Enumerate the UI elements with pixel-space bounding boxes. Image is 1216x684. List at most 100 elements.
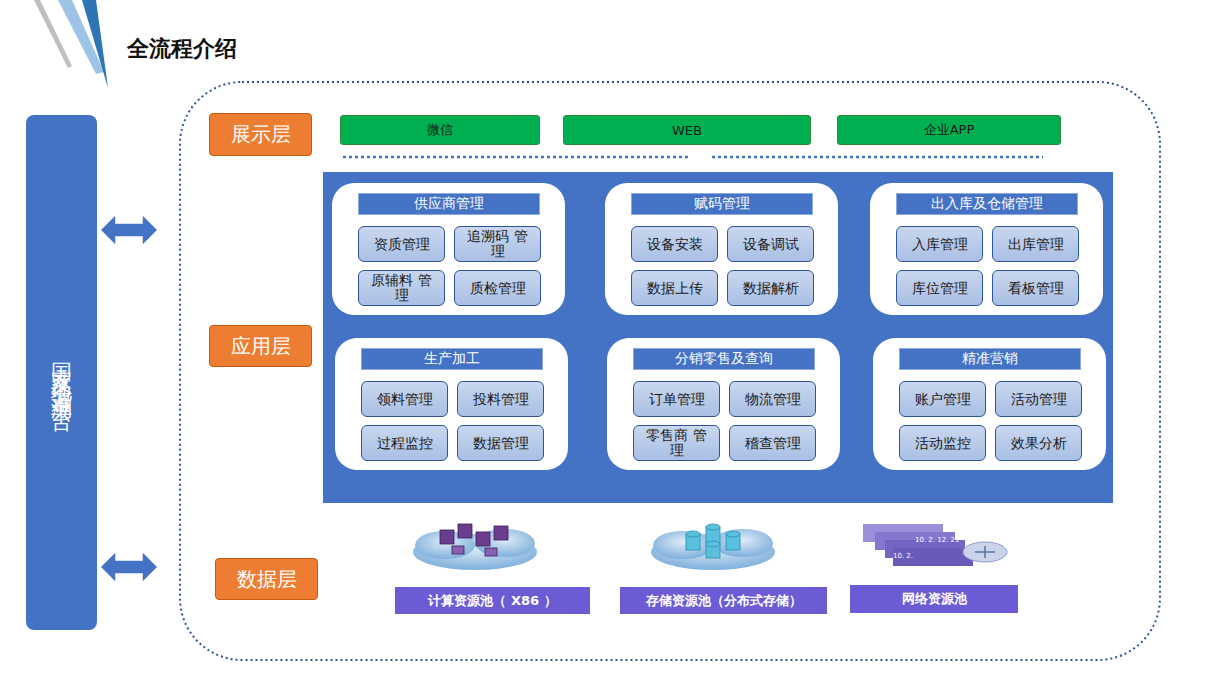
channel-button: 企业APP — [837, 115, 1061, 145]
illustration-shape — [440, 524, 508, 556]
tier-tag: 展示层 — [209, 113, 312, 156]
node-text: 数据层 — [237, 566, 297, 593]
node-text: 设备安装 — [647, 237, 703, 252]
illustration-shape — [893, 548, 973, 566]
channel-button: WEB — [563, 115, 811, 145]
node-text: 原辅料 管理 — [370, 273, 433, 303]
compute-cloud — [413, 524, 537, 570]
group-header: 供应商管理 — [358, 193, 540, 215]
node-text: 设备调试 — [743, 237, 799, 252]
function-box: 资质管理 — [358, 226, 445, 262]
node-text: 存储资源池（分布式存储） — [646, 592, 802, 610]
application-band — [323, 172, 1113, 503]
module-group: 赋码管理设备安装设备调试数据上传数据解析 — [605, 183, 838, 315]
function-box: 数据上传 — [631, 270, 718, 306]
illustration-shape — [458, 524, 472, 538]
node-text: 计算资源池（ X86 ） — [428, 592, 556, 610]
node-text: 过程监控 — [377, 436, 433, 451]
illustration-shape — [100, 551, 158, 583]
module-group: 分销零售及查询订单管理 物流管理零售商 管理稽查管理 — [607, 338, 840, 470]
illustration-shape — [452, 546, 464, 554]
storage-cloud — [651, 524, 775, 570]
function-box: 活动管理 — [995, 381, 1082, 417]
group-header: 分销零售及查询 — [633, 348, 815, 370]
ip-label: 10. 2. 12. 21 — [915, 536, 960, 544]
function-box: 过程监控 — [361, 425, 448, 461]
dotted-underline — [343, 156, 1043, 159]
node-text: 看板管理 — [1008, 281, 1064, 296]
node-text: 效果分析 — [1011, 436, 1067, 451]
double-arrow — [100, 214, 158, 583]
function-box: 原辅料 管理 — [358, 270, 445, 306]
node-text: 物流管理 — [745, 392, 801, 407]
function-box: 看板管理 — [992, 270, 1079, 306]
node-text: WEB — [672, 123, 702, 138]
illustration-shape — [726, 531, 740, 537]
function-box: 活动监控 — [899, 425, 986, 461]
group-header: 精准营销 — [899, 348, 1081, 370]
function-box: 账户管理 — [899, 381, 986, 417]
resource-pool: 计算资源池（ X86 ） — [395, 587, 590, 614]
node-text: 网络资源池 — [902, 590, 967, 608]
function-box: 领料管理 — [361, 381, 448, 417]
node-text: 数据解析 — [743, 281, 799, 296]
corner-stripes — [34, 0, 108, 88]
function-box: 零售商 管理 — [633, 425, 720, 461]
function-box: 投料管理 — [457, 381, 544, 417]
module-group: 供应商管理资质管理追溯码 管理原辅料 管理质检管理 — [332, 183, 565, 315]
function-box: 数据管理 — [457, 425, 544, 461]
resource-pool: 网络资源池 — [850, 585, 1018, 613]
group-header: 出入库及仓储管理 — [896, 193, 1078, 215]
illustration-shape — [706, 541, 720, 547]
function-box: 物流管理 — [729, 381, 816, 417]
node-text: 账户管理 — [915, 392, 971, 407]
platform-box: 国家及地方追溯平台 — [26, 115, 97, 630]
node-text: 入库管理 — [912, 237, 968, 252]
node-text: 企业APP — [924, 121, 975, 139]
module-group: 精准营销账户管理 活动管理活动监控 效果分析 — [873, 338, 1106, 470]
function-box: 出库管理 — [992, 226, 1079, 262]
node-text: 资质管理 — [374, 237, 430, 252]
node-text: 活动管理 — [1011, 392, 1067, 407]
function-box: 订单管理 — [633, 381, 720, 417]
node-text: 展示层 — [231, 121, 291, 148]
illustration-shape — [706, 524, 720, 530]
ip-label: 10. 2. — [893, 552, 913, 560]
module-group: 出入库及仓储管理入库管理 出库管理库位管理 看板管理 — [870, 183, 1103, 315]
node-text: 活动监控 — [915, 436, 971, 451]
function-box: 效果分析 — [995, 425, 1082, 461]
illustration-shape — [712, 156, 1043, 159]
channel-button: 微信 — [340, 115, 540, 145]
node-text: 出库管理 — [1008, 237, 1064, 252]
resource-pool: 存储资源池（分布式存储） — [620, 587, 827, 614]
illustration-shape — [963, 542, 1007, 562]
function-box: 库位管理 — [896, 270, 983, 306]
node-text: 领料管理 — [377, 392, 433, 407]
illustration-shape — [100, 214, 158, 246]
tier-tag: 数据层 — [215, 558, 318, 600]
node-text: 数据上传 — [647, 281, 703, 296]
node-text: 数据管理 — [473, 436, 529, 451]
function-box: 质检管理 — [454, 270, 541, 306]
illustration-shape — [343, 156, 690, 159]
network-cards — [863, 524, 1007, 566]
node-text: 投料管理 — [473, 392, 529, 407]
function-box: 入库管理 — [896, 226, 983, 262]
tier-tag: 应用层 — [209, 325, 312, 367]
illustration-shape — [476, 532, 490, 546]
illustration-shape — [686, 531, 700, 537]
node-text: 应用层 — [231, 333, 291, 360]
illustration-shape — [494, 526, 508, 540]
node-text: 国家及地方追溯平台 — [48, 346, 76, 400]
illustration-shape — [653, 531, 713, 559]
module-group: 生产加工领料管理投料管理过程监控数据管理 — [335, 338, 568, 470]
illustration-shape — [485, 548, 497, 556]
function-box: 数据解析 — [727, 270, 814, 306]
function-box: 稽查管理 — [729, 425, 816, 461]
node-text: 订单管理 — [649, 392, 705, 407]
illustration-shape — [713, 529, 773, 557]
illustration-shape — [82, 0, 108, 88]
function-box: 设备调试 — [727, 226, 814, 262]
function-box: 设备安装 — [631, 226, 718, 262]
node-text: 微信 — [427, 121, 453, 139]
